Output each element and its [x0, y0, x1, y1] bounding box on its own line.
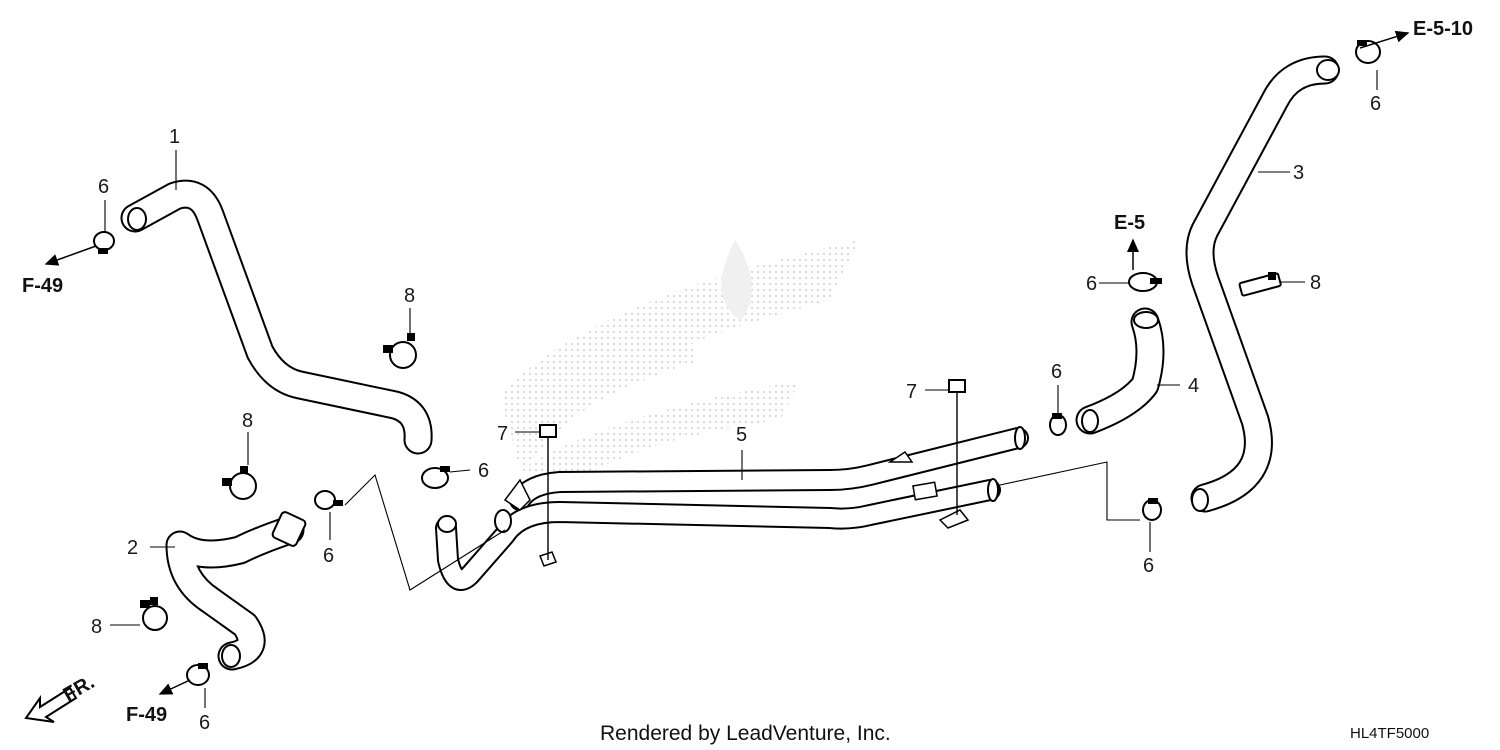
callout-6-hose2: 6 — [323, 545, 334, 567]
hose-3[interactable] — [1185, 55, 1340, 513]
clamp-6-hose4[interactable] — [1049, 413, 1067, 436]
ref-f49-top: F-49 — [22, 275, 63, 297]
callout-6-hose1: 6 — [98, 176, 109, 198]
callout-7-right: 7 — [906, 381, 917, 403]
callout-2: 2 — [127, 537, 138, 559]
callout-4: 4 — [1188, 375, 1199, 397]
callout-5: 5 — [736, 424, 747, 446]
diagram-code: HL4TF5000 — [1350, 725, 1429, 742]
front-direction-arrow: FR. — [24, 671, 98, 723]
clamp-6-hose3-bottom[interactable] — [1142, 498, 1162, 521]
bolt-7-left[interactable] — [539, 424, 557, 560]
callout-6-e5: 6 — [1086, 273, 1097, 295]
callout-6-hose4: 6 — [1051, 361, 1062, 383]
reference-arrows — [44, 30, 1410, 695]
callout-8-right: 8 — [1310, 272, 1321, 294]
hose-1[interactable] — [120, 179, 433, 455]
clamp-6-hose1[interactable] — [93, 231, 115, 254]
callout-6-hose3-top: 6 — [1370, 93, 1381, 115]
ref-e5-10: E-5-10 — [1413, 18, 1473, 40]
callout-6-hose3-bottom: 6 — [1143, 555, 1154, 577]
clamp-8-upper[interactable] — [383, 333, 417, 369]
clamp-6-center-left[interactable] — [421, 466, 450, 489]
hose-2[interactable] — [165, 511, 307, 671]
callout-labels: 1 2 3 4 5 6 6 6 6 6 6 6 6 7 7 8 8 8 8 — [91, 93, 1381, 734]
callout-6-center: 6 — [478, 460, 489, 482]
callout-8-lower: 8 — [91, 616, 102, 638]
clamp-6-hose3-top[interactable] — [1355, 40, 1381, 64]
hose-4[interactable] — [1075, 307, 1165, 435]
ref-e5: E-5 — [1114, 212, 1145, 234]
clamp-8-right[interactable] — [1238, 272, 1282, 297]
pipe-5[interactable] — [435, 426, 1029, 591]
clamp-6-e5[interactable] — [1128, 272, 1162, 292]
clamp-8-lower[interactable] — [140, 597, 168, 631]
callout-3: 3 — [1293, 162, 1304, 184]
clamp-6-hose2-bottom[interactable] — [186, 663, 210, 686]
reference-labels: E-5-10 E-5 F-49 F-49 — [22, 18, 1473, 726]
footer-credit: Rendered by LeadVenture, Inc. — [600, 722, 891, 745]
callout-7-left: 7 — [497, 423, 508, 445]
clamp-8-middle[interactable] — [222, 466, 257, 500]
watermark-wing-logo — [500, 240, 860, 490]
callout-6-bottom: 6 — [199, 712, 210, 734]
callout-1: 1 — [169, 126, 180, 148]
bolt-7-right[interactable] — [948, 379, 966, 515]
ref-f49-bottom: F-49 — [126, 704, 167, 726]
callout-8-middle: 8 — [242, 410, 253, 432]
callout-8-upper: 8 — [404, 285, 415, 307]
leader-lines — [104, 70, 1378, 708]
clamp-6-hose2-top[interactable] — [314, 490, 343, 510]
